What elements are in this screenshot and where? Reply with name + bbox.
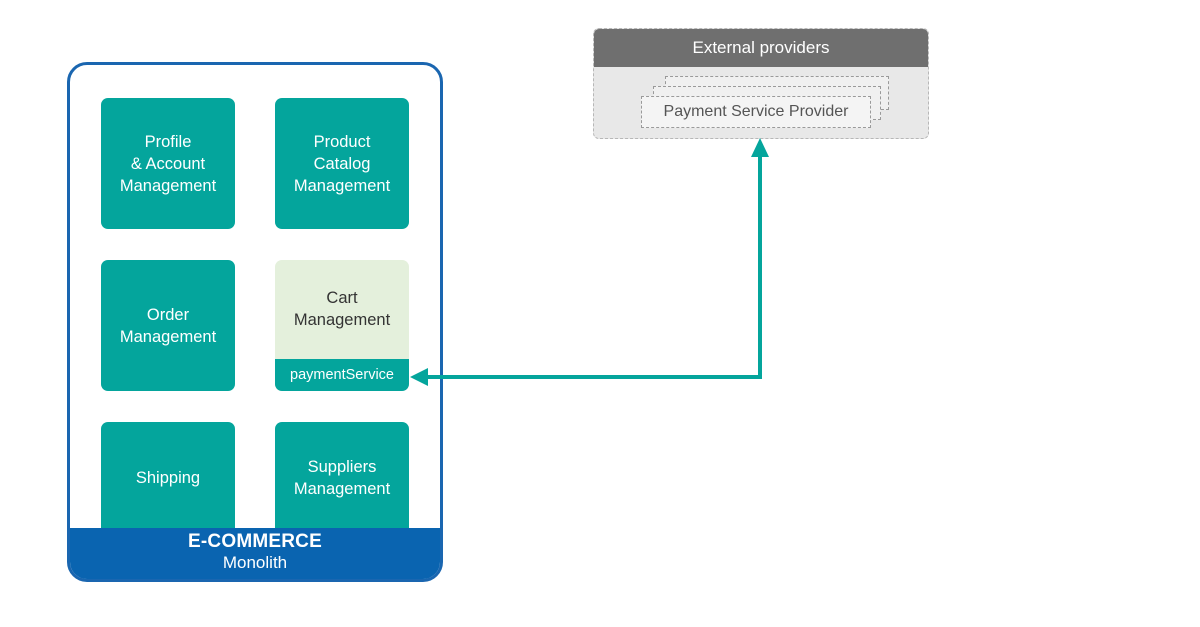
module-suppliers[interactable]: Suppliers Management [275, 422, 409, 534]
monolith-subtitle: Monolith [222, 553, 288, 572]
arrowhead-left [410, 368, 428, 386]
module-label: Order Management [119, 305, 217, 346]
connector-line [422, 150, 762, 379]
module-order[interactable]: Order Management [101, 260, 235, 391]
external-providers-header: External providers [594, 29, 928, 67]
module-cart[interactable]: Cart Management paymentService [275, 260, 409, 391]
cart-label-area: Cart Management [275, 260, 409, 357]
module-label: Shipping [135, 469, 201, 487]
module-shipping[interactable]: Shipping [101, 422, 235, 534]
payment-service-provider-card[interactable]: Payment Service Provider [641, 96, 871, 128]
module-label: Suppliers Management [293, 458, 391, 498]
external-providers-panel: External providers Payment Service Provi… [593, 28, 929, 139]
arrowhead-up [751, 138, 769, 157]
payment-service-bar[interactable]: paymentService [275, 359, 409, 391]
module-label: Profile & Account Management [119, 132, 217, 195]
module-profile-account[interactable]: Profile & Account Management [101, 98, 235, 229]
monolith-title: E-COMMERCE [188, 531, 322, 552]
monolith-container: Profile & Account Management Product Cat… [67, 62, 443, 582]
module-product-catalog[interactable]: Product Catalog Management [275, 98, 409, 229]
monolith-footer: E-COMMERCE Monolith [70, 528, 440, 579]
module-label: Cart Management [293, 288, 391, 329]
module-label: Product Catalog Management [293, 132, 391, 195]
